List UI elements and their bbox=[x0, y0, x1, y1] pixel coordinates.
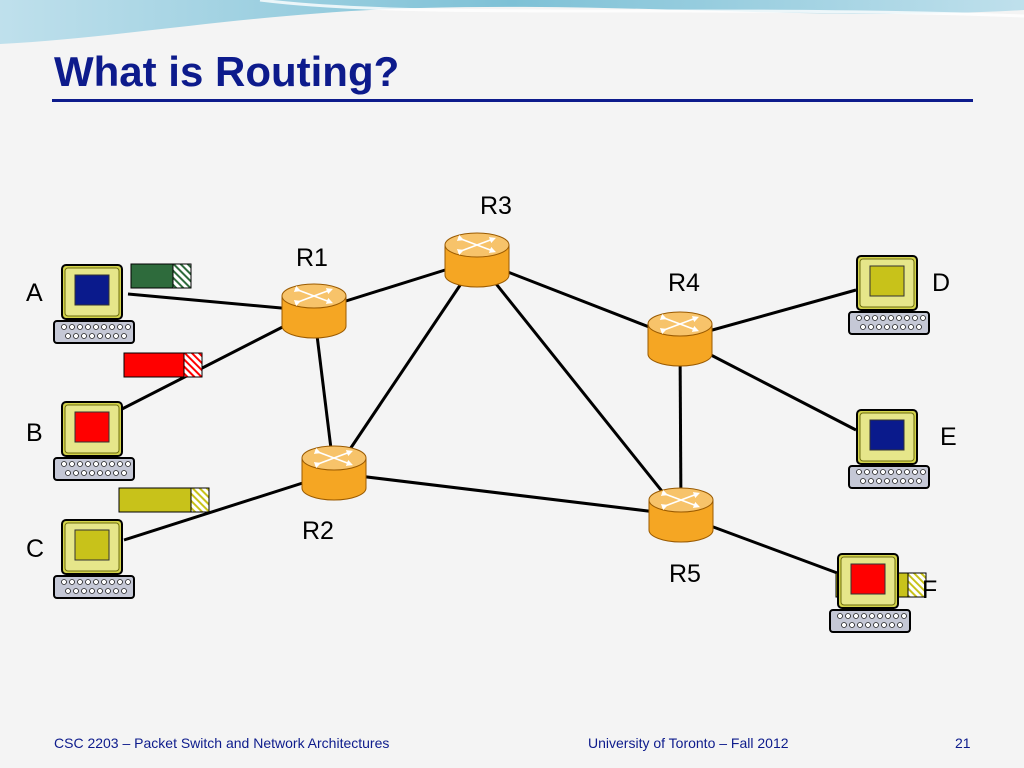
packet-olive-c-payload bbox=[118, 487, 192, 513]
computer-e-icon bbox=[848, 409, 930, 489]
computer-c-icon bbox=[53, 519, 135, 599]
header-swoosh-highlight bbox=[259, 0, 1024, 18]
computer-e-screen bbox=[869, 419, 905, 451]
packets-layer bbox=[118, 263, 927, 598]
title-underline bbox=[52, 99, 973, 102]
computer-d-screen bbox=[869, 265, 905, 297]
nodes-layer bbox=[53, 233, 930, 633]
host-f-label: F bbox=[922, 576, 938, 604]
router-r1-label: R1 bbox=[296, 244, 328, 272]
link-r4-r5 bbox=[678, 338, 683, 516]
computer-d-icon bbox=[848, 255, 930, 335]
footer-institution: University of Toronto – Fall 2012 bbox=[588, 735, 789, 751]
packet-olive-f-header bbox=[907, 572, 927, 598]
link-r2-r3 bbox=[332, 259, 479, 474]
links-layer bbox=[119, 258, 857, 576]
host-a-label: A bbox=[26, 279, 43, 307]
router-r4-label: R4 bbox=[668, 269, 700, 297]
packet-olive-c-header bbox=[190, 487, 210, 513]
host-c-label: C bbox=[26, 535, 45, 563]
packet-green-payload bbox=[130, 263, 174, 289]
router-r5-icon bbox=[649, 488, 713, 542]
link-r3-r4 bbox=[476, 258, 681, 341]
router-r2-label: R2 bbox=[302, 517, 334, 545]
router-r5-label: R5 bbox=[669, 560, 701, 588]
computer-b-icon bbox=[53, 401, 135, 481]
packet-red bbox=[123, 352, 203, 378]
link-b-r1 bbox=[119, 309, 315, 412]
host-d-label: D bbox=[932, 269, 951, 297]
router-r4-icon bbox=[648, 312, 712, 366]
computer-a-screen bbox=[74, 274, 110, 306]
footer-page-number: 21 bbox=[955, 735, 971, 751]
packet-olive-c bbox=[118, 487, 210, 513]
footer-course: CSC 2203 – Packet Switch and Network Arc… bbox=[54, 735, 390, 751]
link-r2-r5 bbox=[333, 471, 682, 517]
computer-f-icon bbox=[829, 553, 911, 633]
computer-a-icon bbox=[53, 264, 135, 344]
packet-red-payload bbox=[123, 352, 185, 378]
header-swoosh bbox=[0, 0, 1024, 44]
router-r2-icon bbox=[302, 446, 366, 500]
router-r3-label: R3 bbox=[480, 192, 512, 220]
link-r3-r5 bbox=[475, 259, 683, 516]
computer-c-screen bbox=[74, 529, 110, 561]
router-r3-icon bbox=[445, 233, 509, 287]
packet-green-header bbox=[172, 263, 192, 289]
link-c-r2 bbox=[123, 471, 335, 542]
router-r1-icon bbox=[282, 284, 346, 338]
host-b-label: B bbox=[26, 419, 43, 447]
page-title: What is Routing? bbox=[54, 48, 400, 95]
computer-b-screen bbox=[74, 411, 110, 443]
host-e-label: E bbox=[940, 423, 957, 451]
packet-red-header bbox=[183, 352, 203, 378]
packet-green bbox=[130, 263, 192, 289]
computer-f-screen bbox=[850, 563, 886, 595]
